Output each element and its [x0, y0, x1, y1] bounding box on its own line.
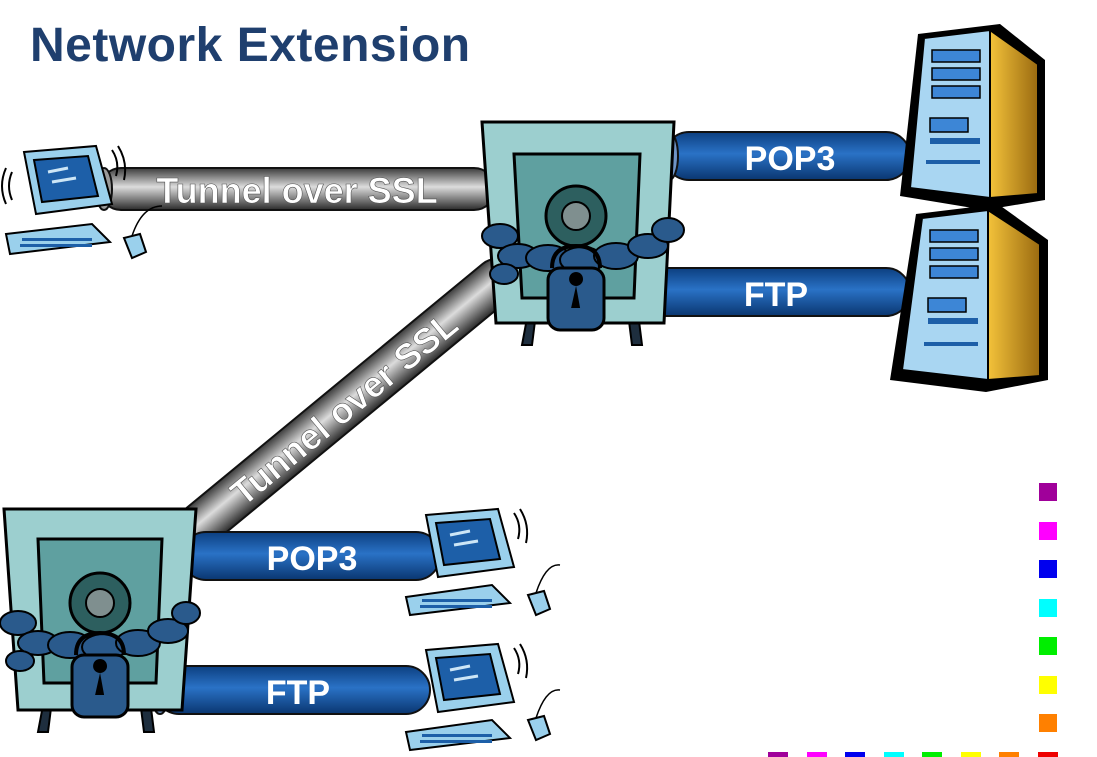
color-swatch: [1039, 714, 1057, 732]
color-swatch: [1039, 521, 1057, 540]
footer-color-swatch: [845, 752, 865, 757]
footer-color-swatch: [883, 752, 904, 757]
color-swatch: [1039, 675, 1057, 694]
footer-color-swatch: [768, 752, 788, 757]
color-swatch: [1039, 483, 1057, 501]
color-swatch: [1039, 598, 1057, 617]
client-ftp-label: FTP: [266, 674, 330, 712]
footer-color-swatch: [922, 752, 942, 757]
client-ftp-computer-icon: [404, 642, 561, 752]
ftp-server-icon: [890, 204, 1048, 392]
footer-color-swatch: [960, 752, 981, 757]
client-gateway-safe-icon: [0, 507, 201, 733]
footer-color-swatch: [806, 752, 827, 757]
server-pop3-label: POP3: [745, 140, 836, 178]
remote-computer-icon: [1, 144, 163, 260]
footer-color-swatch: [999, 752, 1019, 757]
slide-title: Network Extension: [30, 19, 471, 72]
tunnel-top-label: Tunnel over SSL: [156, 170, 437, 211]
ssl-gateway-safe-icon: [480, 120, 685, 346]
client-pop3-computer-icon: [404, 507, 561, 617]
tunnel-diagonal-label: Tunnel over SSL: [222, 303, 465, 514]
server-ftp-label: FTP: [744, 276, 808, 314]
color-swatch: [1039, 560, 1057, 578]
pop3-server-icon: [900, 24, 1045, 210]
color-swatch: [1039, 637, 1057, 655]
client-pop3-label: POP3: [267, 540, 358, 578]
footer-color-swatch: [1037, 752, 1058, 757]
